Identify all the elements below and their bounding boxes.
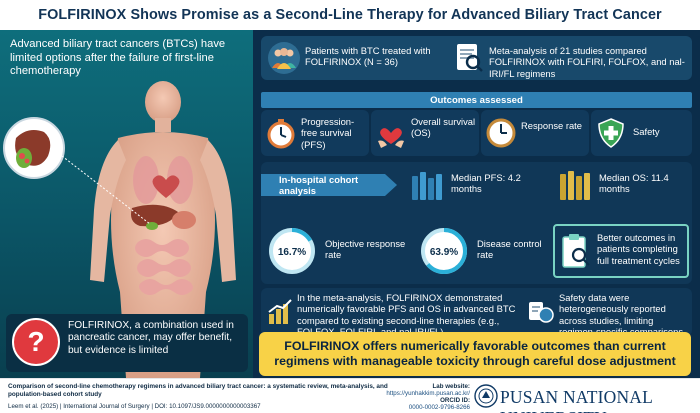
patients-group-icon [268,42,300,74]
median-pfs-label: Median PFS: 4.2 months [451,172,521,195]
citation-info: Leem et al. (2025) | International Journ… [8,403,261,410]
clipboard-magnifier-icon [562,234,590,268]
growth-chart-icon [268,299,292,324]
outcome-os-label: Overall survival (OS) [411,116,476,139]
dcr-label: Disease control rate [477,238,542,261]
lab-website-link[interactable]: https://yunhakkim.pusan.ac.kr/ [386,390,470,397]
clock-icon [486,118,516,148]
evidence-text: FOLFIRINOX, a combination used in pancre… [68,320,234,356]
evidence-box: ? FOLFIRINOX, a combination used in panc… [6,314,248,372]
meta-findings-text: In the meta-analysis, FOLFIRINOX demonst… [297,292,516,337]
data-comparison-icon [529,302,554,323]
left-panel: Advanced biliary tract cancers (BTCs) ha… [0,30,253,378]
right-panel: Patients with BTC treated with FOLFIRINO… [253,30,700,378]
lab-website-label: Lab website: [432,383,470,390]
cohort-description: Patients with BTC treated with FOLFIRINO… [305,45,431,68]
better-outcomes-text: Better outcomes in patients completing f… [597,232,680,266]
dcr-value: 63.9% [430,247,458,258]
outcome-safety-label: Safety [633,126,660,137]
question-mark-icon: ? [12,318,60,366]
safety-data-text: Safety data were heterogeneously reporte… [559,292,683,337]
heart-hands-icon [378,128,404,148]
cohort-banner-label: In-hospital cohort analysis [279,174,359,196]
study-info-card: Patients with BTC treated with FOLFIRINO… [261,36,692,80]
university-name: PUSAN NATIONAL UNIVERSITY [500,387,653,413]
outcome-pfs-label: Progression-free survival (PFS) [301,116,355,150]
svg-text:?: ? [27,326,44,357]
stopwatch-icon [267,119,295,149]
shield-cross-icon [598,118,624,148]
document-magnifier-icon [457,44,483,72]
outcomes-banner: Outcomes assessed [261,92,692,108]
page-header: FOLFIRINOX Shows Promise as a Second-Lin… [0,0,700,30]
median-os-label: Median OS: 11.4 months [599,172,669,195]
university-seal-icon [474,384,498,408]
citation-title: Comparison of second-line chemotherapy r… [8,383,388,398]
footer: Comparison of second-line chemotherapy r… [0,378,700,413]
objective-response-ring: 16.7% [269,228,315,274]
better-outcomes-box: Better outcomes in patients completing f… [553,224,689,278]
disease-control-ring: 63.9% [421,228,467,274]
orr-ring-arc [269,228,315,274]
orr-label: Objective response rate [325,238,406,261]
outcome-pfs-card: Progression-free survival (PFS) [261,110,369,156]
pfs-bars-icon [412,172,442,200]
summary-text: FOLFIRINOX offers numerically favorable … [274,339,676,368]
page-title: FOLFIRINOX Shows Promise as a Second-Lin… [38,7,662,23]
os-bars-icon [560,171,590,200]
meta-analysis-description: Meta-analysis of 21 studies compared FOL… [489,45,685,79]
outcome-response-label: Response rate [521,120,582,131]
orcid-link[interactable]: 0000-0002-9796-8266 [408,404,470,411]
outcome-response-card: Response rate [481,110,589,156]
meta-analysis-findings-card: In the meta-analysis, FOLFIRINOX demonst… [261,288,692,337]
cohort-banner-arrow [261,174,397,196]
intro-text: Advanced biliary tract cancers (BTCs) ha… [10,38,226,78]
cohort-analysis-card: In-hospital cohort analysis Median PFS: … [261,162,692,284]
outcome-os-card: Overall survival (OS) [371,110,479,156]
summary-box: FOLFIRINOX offers numerically favorable … [259,332,691,376]
orr-value: 16.7% [278,247,306,258]
orcid-label: ORCID ID: [440,397,470,404]
dcr-ring-arc [421,228,467,274]
outcome-safety-card: Safety [591,110,692,156]
